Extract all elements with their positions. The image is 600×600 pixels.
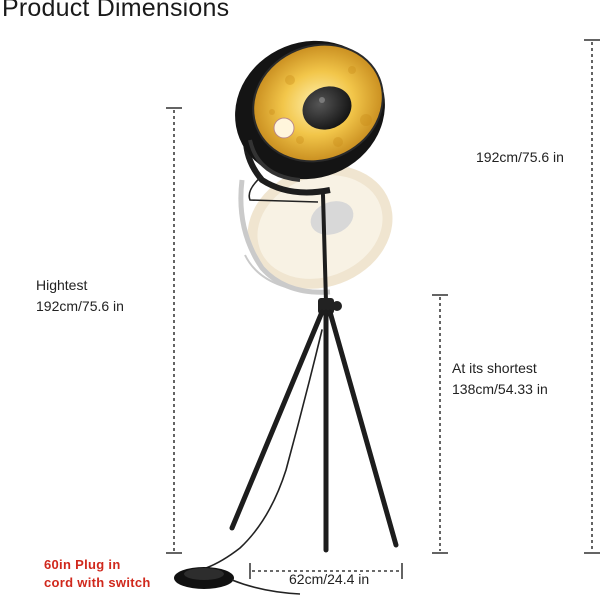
dimension-total-height — [584, 39, 600, 554]
shortest-title: At its shortest — [452, 360, 537, 376]
total-height-value: 192cm/75.6 in — [476, 149, 564, 165]
shortest-label: At its shortest 138cm/54.33 in — [452, 358, 548, 400]
base-width-label: 62cm/24.4 in — [289, 569, 369, 590]
base-width-value: 62cm/24.4 in — [289, 571, 370, 587]
highest-title: Hightest — [36, 277, 88, 293]
cord-label: 60in Plug in cord with switch — [44, 556, 151, 592]
total-height-label: 192cm/75.6 in — [476, 147, 564, 168]
highest-value: 192cm/75.6 in — [36, 298, 124, 314]
highest-label: Hightest 192cm/75.6 in — [36, 275, 124, 317]
shortest-value: 138cm/54.33 in — [452, 381, 548, 397]
lamp-tripod — [205, 193, 399, 569]
page-title: Product Dimensions — [2, 0, 230, 22]
foot-switch — [174, 567, 301, 595]
lamp-head — [235, 40, 385, 203]
cord-line-1: 60in Plug in — [44, 557, 121, 572]
dimension-shortest — [432, 294, 448, 554]
dimension-base-width — [249, 563, 403, 579]
dimension-highest — [166, 107, 182, 554]
cord-line-2: cord with switch — [44, 575, 151, 590]
